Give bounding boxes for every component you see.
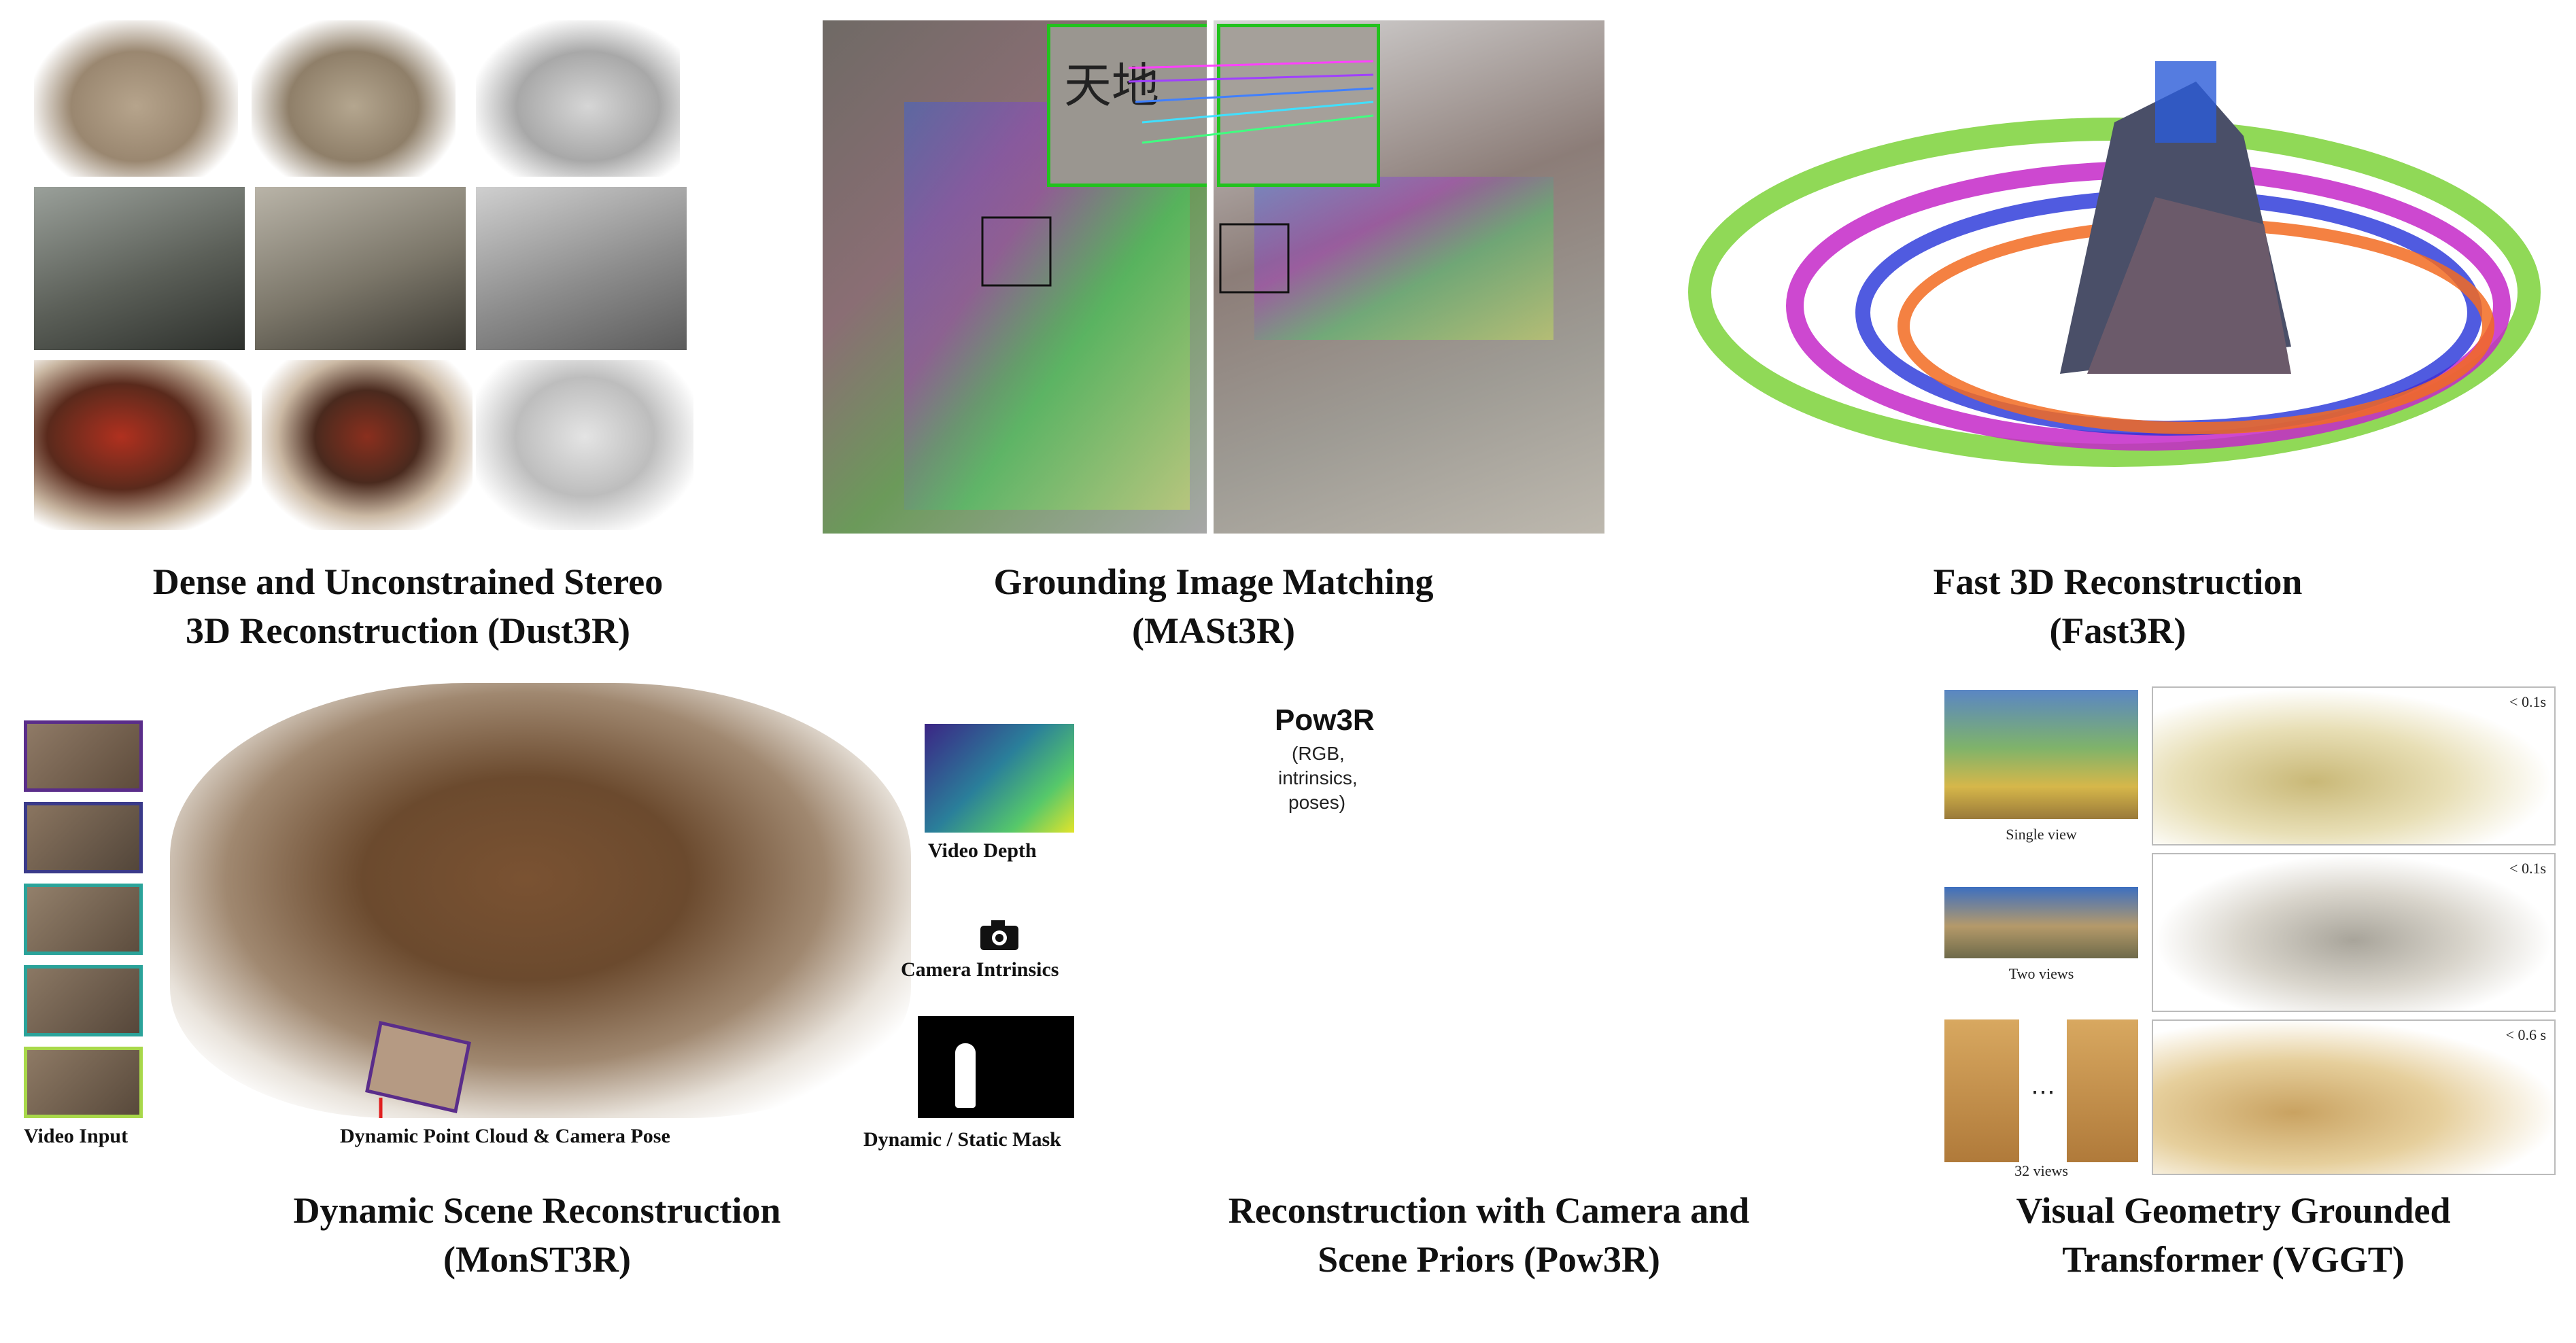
caption-fast3r-line1: Fast 3D Reconstruction xyxy=(1933,561,2303,602)
caption-pow3r: Reconstruction with Camera and Scene Pri… xyxy=(1149,1186,1829,1284)
mast3r-inset-text: 天地 xyxy=(1064,60,1159,113)
vggt-row1-time: < 0.1s xyxy=(2509,693,2546,710)
caption-pow3r-line2: Scene Priors (Pow3R) xyxy=(1318,1239,1660,1280)
monst3r-point-cloud xyxy=(170,683,911,1118)
caption-pow3r-line1: Reconstruction with Camera and xyxy=(1228,1190,1750,1231)
monst3r-video-frame-2 xyxy=(24,802,143,873)
vggt-row3-dots: ⋯ xyxy=(2031,1078,2055,1105)
vggt-row3-input-2 xyxy=(2067,1019,2138,1162)
caption-fast3r: Fast 3D Reconstruction (Fast3R) xyxy=(1679,557,2556,655)
vggt-row1-input xyxy=(1944,690,2138,819)
caption-mast3r: Grounding Image Matching (MASt3R) xyxy=(823,557,1604,655)
monst3r-video-depth xyxy=(925,724,1074,833)
caption-monst3r-line1: Dynamic Scene Reconstruction xyxy=(293,1190,781,1231)
vggt-row3-time: < 0.6 s xyxy=(2505,1026,2546,1043)
dust3r-bricks-mesh xyxy=(476,20,680,177)
caption-dust3r: Dense and Unconstrained Stereo 3D Recons… xyxy=(27,557,789,655)
vggt-row1-label: Single view xyxy=(2006,826,2077,843)
mast3r-correspondence-lines xyxy=(1128,60,1374,144)
monst3r-mask-label: Dynamic / Static Mask xyxy=(863,1128,1061,1151)
monst3r-video-frame-4 xyxy=(24,965,143,1036)
camera-icon xyxy=(980,920,1018,950)
dust3r-pot-mesh xyxy=(476,360,693,530)
monst3r-video-frame-3 xyxy=(24,884,143,955)
caption-vggt-line2: Transformer (VGGT) xyxy=(2062,1239,2405,1280)
caption-monst3r-line2: (MonST3R) xyxy=(443,1239,631,1280)
panel-fast3r xyxy=(1679,20,2556,537)
fast3r-reconstruction xyxy=(1688,61,2541,467)
caption-vggt-line1: Visual Geometry Grounded xyxy=(2016,1190,2451,1231)
caption-dust3r-line2: 3D Reconstruction (Dust3R) xyxy=(186,610,630,651)
mast3r-inset-right xyxy=(1217,24,1380,187)
monst3r-dynamic-mask xyxy=(918,1016,1074,1118)
dust3r-office-photo-1 xyxy=(34,187,245,350)
monst3r-video-depth-label: Video Depth xyxy=(928,839,1037,862)
vggt-row3-output: < 0.6 s xyxy=(2152,1019,2556,1175)
pow3r-sub3: poses) xyxy=(1288,792,1346,813)
vggt-row2-label: Two views xyxy=(2008,965,2074,982)
mast3r-right-matches xyxy=(1219,177,1553,340)
monst3r-point-cloud-label: Dynamic Point Cloud & Camera Pose xyxy=(340,1125,670,1147)
pow3r-sub1: (RGB, xyxy=(1292,743,1345,764)
dust3r-pot-photo-1 xyxy=(34,360,252,530)
monst3r-video-frame-1 xyxy=(24,720,143,792)
monst3r-camera-intrinsics-label: Camera Intrinsics xyxy=(901,958,1059,981)
monst3r-video-input-label: Video Input xyxy=(24,1125,128,1147)
pow3r-sub2: intrinsics, xyxy=(1278,767,1358,788)
monst3r-mask-silhouette xyxy=(955,1043,976,1108)
dust3r-office-photo-2 xyxy=(255,187,466,350)
vggt-row2-output: < 0.1s xyxy=(2152,853,2556,1012)
caption-dust3r-line1: Dense and Unconstrained Stereo xyxy=(152,561,664,602)
panel-pow3r: Pow3R (RGB, intrinsics, poses) xyxy=(1197,683,1849,1179)
mast3r-left-image: 天地 xyxy=(823,20,1207,534)
dust3r-bricks-photo-2 xyxy=(252,20,456,177)
caption-vggt: Visual Geometry Grounded Transformer (VG… xyxy=(1904,1186,2563,1284)
panel-mast3r: 天地 xyxy=(823,20,1604,534)
vggt-row2-input xyxy=(1944,887,2138,958)
panel-dust3r xyxy=(27,20,721,537)
dust3r-office-mesh xyxy=(476,187,687,350)
monst3r-video-frame-5 xyxy=(24,1047,143,1118)
vggt-row1-output: < 0.1s xyxy=(2152,686,2556,845)
monst3r-camera-pose-icon xyxy=(365,1020,471,1118)
vggt-row3-input-1 xyxy=(1944,1019,2019,1162)
caption-fast3r-line2: (Fast3R) xyxy=(2049,610,2186,651)
pow3r-title: Pow3R xyxy=(1275,703,1375,737)
vggt-row3-label: 32 views xyxy=(2014,1162,2068,1179)
caption-mast3r-line2: (MASt3R) xyxy=(1132,610,1295,651)
dust3r-bricks-photo-1 xyxy=(34,20,238,177)
vggt-row2-time: < 0.1s xyxy=(2509,860,2546,877)
panel-monst3r: Video Input Dynamic Point Cloud & Camera… xyxy=(20,683,1081,1159)
caption-mast3r-line1: Grounding Image Matching xyxy=(993,561,1434,602)
mast3r-right-image xyxy=(1214,20,1604,534)
dust3r-pot-photo-2 xyxy=(262,360,473,530)
panel-vggt: Single view < 0.1s Two views < 0.1s ⋯ 32… xyxy=(1941,683,2556,1179)
caption-monst3r: Dynamic Scene Reconstruction (MonST3R) xyxy=(27,1186,1047,1284)
mast3r-inset-left: 天地 xyxy=(1047,24,1207,187)
